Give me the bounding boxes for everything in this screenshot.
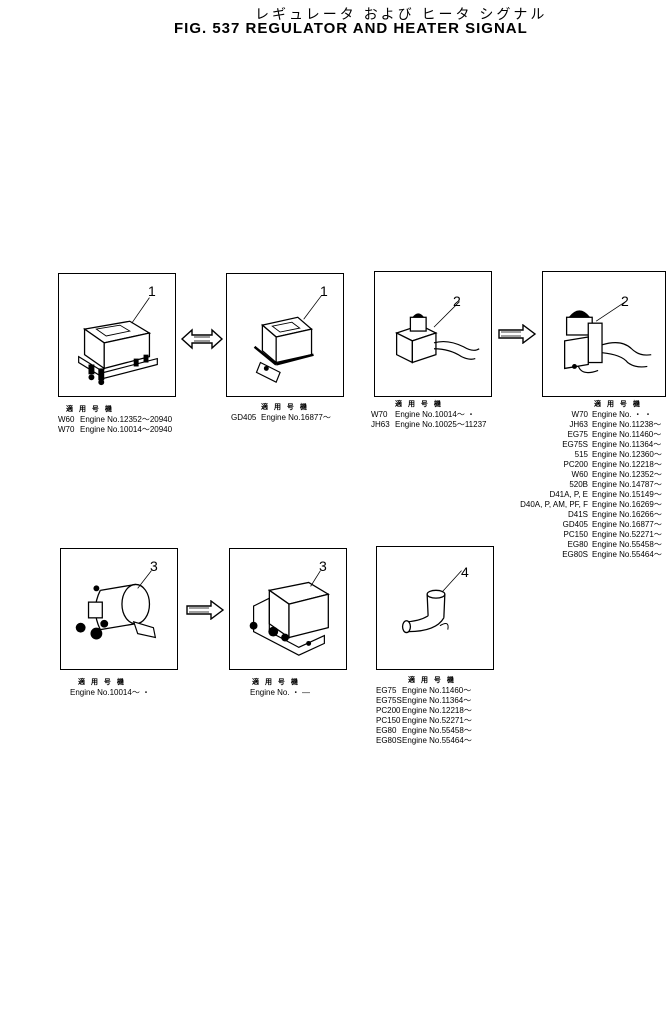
relay-drawing (249, 570, 330, 656)
applicability-header: 適 用 号 機 (395, 401, 443, 408)
applicability-list: 適 用 号 機 Engine No.10014～ ・ (70, 678, 150, 698)
callout-number: 4 (461, 564, 469, 580)
panel-heater-signal-new: 2 (542, 271, 666, 397)
applicability-header: 適 用 号 機 (261, 404, 309, 411)
double-arrow-icon (180, 328, 224, 350)
panel-regulator-new: 1 (226, 273, 344, 397)
list-item: Engine No. ・ ― (250, 688, 311, 697)
heater-signal-drawing (564, 301, 652, 374)
callout-number: 3 (150, 558, 158, 574)
applicability-header: 適 用 号 機 (66, 406, 114, 413)
elbow-fitting-drawing (401, 570, 462, 634)
arrow-right-icon (498, 324, 537, 344)
applicability-header: 適 用 号 機 (408, 677, 456, 684)
figure-title-japanese: レギュレータ および ヒータ シグナル (255, 6, 548, 22)
regulator-drawing (78, 297, 158, 386)
applicability-header: 適 用 号 機 (594, 401, 642, 408)
callout-number: 1 (148, 283, 156, 299)
figure-title: FIG. 537 REGULATOR AND HEATER SIGNAL (174, 20, 528, 37)
callout-number: 3 (319, 558, 327, 574)
panel-heater-relay-new: 3 (229, 548, 347, 670)
arrow-right-icon (186, 600, 225, 620)
applicability-header: 適 用 号 機 (78, 679, 126, 686)
panel-heater-relay-old: 3 (60, 548, 178, 670)
applicability-header: 適 用 号 機 (252, 679, 300, 686)
regulator-drawing (253, 295, 322, 384)
relay-drawing (75, 570, 157, 640)
heater-signal-drawing (394, 301, 480, 364)
panel-elbow-fitting: 4 (376, 546, 494, 670)
list-item: Engine No.10014～ ・ (70, 688, 151, 697)
callout-number: 1 (320, 283, 328, 299)
panel-regulator-old: 1 (58, 273, 176, 397)
callout-number: 2 (453, 293, 461, 309)
callout-number: 2 (621, 293, 629, 309)
panel-heater-signal-old: 2 (374, 271, 492, 397)
applicability-list: 適 用 号 機 Engine No. ・ ― (250, 678, 310, 698)
